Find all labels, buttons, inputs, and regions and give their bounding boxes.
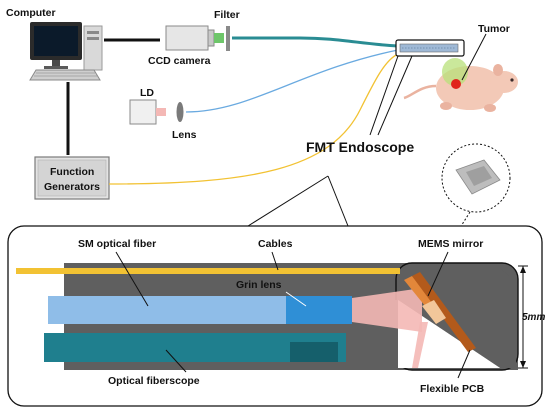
fluorescence-glow bbox=[442, 58, 468, 86]
ccd-camera-icon bbox=[165, 25, 224, 51]
fmt-pointer-line-1 bbox=[369, 55, 399, 136]
mems-pointer bbox=[427, 251, 449, 297]
function-generators-label-line1: Function bbox=[50, 166, 94, 178]
endoscope-probe-icon bbox=[395, 39, 465, 57]
tumor-label: Tumor bbox=[478, 23, 510, 35]
cables-label: Cables bbox=[258, 238, 293, 250]
flexible-pcb-label: Flexible PCB bbox=[420, 383, 485, 395]
fiberscope-pointer bbox=[165, 349, 187, 373]
drive-cable bbox=[108, 53, 399, 185]
tumor-marker bbox=[451, 79, 461, 89]
computer-icon bbox=[29, 22, 103, 81]
housing-window bbox=[398, 300, 500, 368]
fmt-pointer-line-2 bbox=[377, 55, 413, 136]
zoom-line-right bbox=[327, 175, 349, 227]
excitation-fiber bbox=[185, 49, 399, 113]
fmt-endoscope-label: FMT Endoscope bbox=[306, 139, 414, 155]
cables-pointer bbox=[271, 251, 279, 271]
sm-fiber-pointer bbox=[115, 251, 149, 307]
sm-optical-fiber-label: SM optical fiber bbox=[78, 238, 156, 250]
mems-mount bbox=[422, 300, 446, 324]
grin-lens bbox=[286, 296, 352, 324]
tumor-pointer bbox=[461, 33, 487, 81]
mems-mirror-label: MEMS mirror bbox=[418, 238, 483, 250]
sm-optical-fiber bbox=[48, 296, 288, 324]
function-generators-label-line2: Generators bbox=[44, 181, 100, 193]
filter-icon bbox=[226, 26, 230, 51]
ccd-camera-label: CCD camera bbox=[148, 55, 211, 67]
mems-mirror-photo bbox=[441, 143, 511, 235]
dimension-arrow bbox=[518, 265, 528, 369]
cable-strip bbox=[16, 268, 400, 274]
filter-label: Filter bbox=[214, 9, 240, 21]
dimension-label: 5mm bbox=[522, 312, 545, 323]
function-generators-box bbox=[34, 156, 110, 200]
optical-fiberscope-label: Optical fiberscope bbox=[108, 375, 200, 387]
lens-icon bbox=[176, 102, 184, 122]
laser-beam bbox=[352, 288, 422, 332]
ld-label: LD bbox=[140, 87, 154, 99]
lens-label: Lens bbox=[172, 129, 197, 141]
imaging-fiber bbox=[232, 36, 399, 48]
grin-pointer bbox=[285, 291, 307, 307]
zoom-line-left bbox=[247, 175, 329, 227]
optical-fiberscope bbox=[44, 333, 346, 362]
reflected-beam bbox=[412, 322, 428, 368]
laser-diode-icon bbox=[129, 99, 166, 125]
computer-label: Computer bbox=[6, 7, 56, 19]
fiberscope-notch bbox=[290, 342, 338, 362]
flexible-pcb-element bbox=[412, 272, 476, 352]
pcb-pointer bbox=[457, 349, 471, 379]
grin-lens-label: Grin lens bbox=[236, 279, 282, 291]
